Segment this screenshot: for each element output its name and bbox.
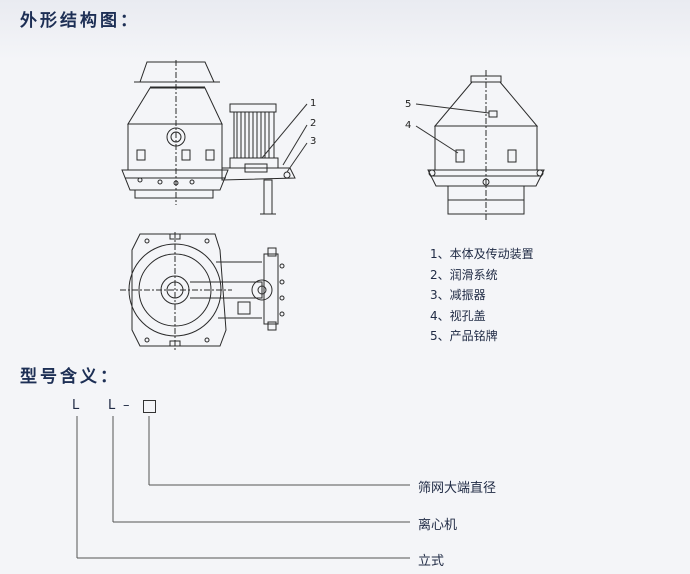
parts-legend-item: 3、减振器 (430, 288, 486, 302)
callout-2: 2 (310, 118, 316, 129)
parts-legend-item: 1、本体及传动装置 (430, 247, 534, 261)
callout-4: 4 (405, 120, 411, 131)
parts-legend: 1、本体及传动装置 2、润滑系统 3、减振器 4、视孔盖 5、产品铭牌 (430, 244, 534, 347)
model-code-letter-1: L (72, 398, 80, 413)
callout-1: 1 (310, 98, 316, 109)
side-view-drawing (427, 70, 545, 220)
outline-drawing-title: 外形结构图： (20, 11, 140, 31)
model-meaning-centrifuge: 离心机 (418, 518, 458, 533)
parts-legend-item: 4、视孔盖 (430, 308, 486, 323)
callout-3: 3 (310, 136, 316, 147)
callout-5: 5 (405, 99, 411, 110)
model-meaning-screen-diameter: 筛网大端直径 (418, 481, 497, 496)
parts-legend-item: 2、润滑系统 (430, 267, 498, 282)
model-code-size-box (143, 400, 156, 413)
model-code-letter-2: L (108, 398, 116, 413)
top-view-drawing (120, 232, 285, 350)
model-code-bracket-lines (76, 416, 410, 559)
model-meaning-title: 型号含义： (20, 367, 120, 387)
model-code-dash: – (123, 398, 130, 413)
parts-legend-item: 5、产品铭牌 (430, 329, 498, 343)
front-view-callout-lines (261, 103, 308, 173)
header-background (0, 0, 690, 60)
side-view-callout-lines (415, 103, 490, 154)
model-meaning-vertical: 立式 (418, 554, 445, 569)
front-view-drawing (121, 60, 296, 215)
